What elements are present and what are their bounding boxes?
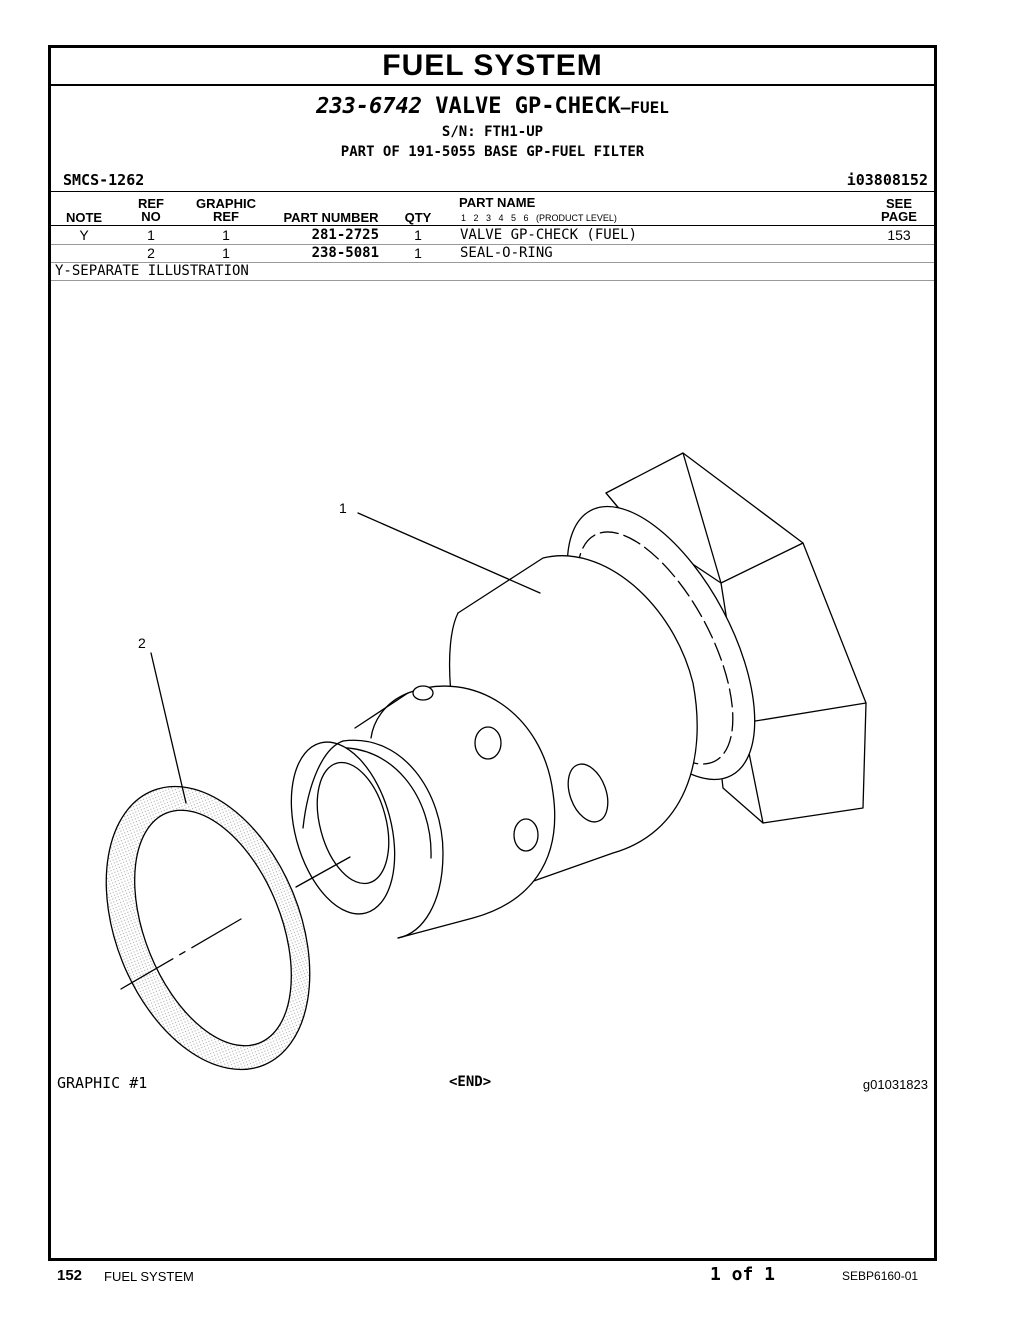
product-level-legend: 1 2 3 4 5 6 (PRODUCT LEVEL) <box>461 213 617 223</box>
serial-number: S/N: FTH1-UP <box>441 124 544 140</box>
row-divider <box>51 262 934 263</box>
row-see-page[interactable]: 153 <box>887 227 911 243</box>
col-note: NOTE <box>65 210 103 225</box>
row-divider <box>51 244 934 245</box>
row-note: Y <box>79 227 89 243</box>
row-ref-no: 1 <box>147 227 155 243</box>
footer-page-number: 152 <box>57 1267 83 1284</box>
footnote: Y-SEPARATE ILLUSTRATION <box>55 263 249 279</box>
col-part-number: PART NUMBER <box>283 210 379 225</box>
col-part-name: PART NAME <box>459 195 536 210</box>
col-qty: QTY <box>404 210 432 225</box>
section-title: FUEL SYSTEM <box>51 48 934 86</box>
o-ring-seal-drawing <box>105 785 311 1071</box>
row-graphic-ref: 1 <box>222 227 230 243</box>
row-part-number[interactable]: 238-5081 <box>311 245 379 261</box>
graphic-label: GRAPHIC #1 <box>57 1074 148 1092</box>
footnote-divider <box>51 280 934 281</box>
row-qty: 1 <box>414 227 422 243</box>
group-heading: 233-6742 VALVE GP-CHECK—FUEL <box>51 94 934 121</box>
smcs-code: SMCS-1262 <box>63 171 145 189</box>
row-graphic-ref: 1 <box>222 245 230 261</box>
row-part-name: SEAL-O-RING <box>460 245 553 261</box>
group-number: 233-6742 <box>316 94 423 119</box>
row-part-number[interactable]: 281-2725 <box>311 227 379 243</box>
footer-doc-id: SEBP6160-01 <box>842 1269 919 1283</box>
graphic-id: g01031823 <box>862 1077 928 1092</box>
exploded-view-illustration <box>105 452 867 1071</box>
group-name: VALVE GP-CHECK <box>435 94 621 119</box>
part-of-line: PART OF 191-5055 BASE GP-FUEL FILTER <box>340 144 645 160</box>
callout-2: 2 <box>138 635 146 651</box>
callout-1: 1 <box>339 500 347 516</box>
header-rule-bottom <box>51 225 934 226</box>
page-frame: FUEL SYSTEM 233-6742 VALVE GP-CHECK—FUEL… <box>48 45 937 1261</box>
illustration-id: i03808152 <box>846 171 928 189</box>
row-ref-no: 2 <box>147 245 155 261</box>
row-part-name: VALVE GP-CHECK (FUEL) <box>460 227 638 243</box>
end-marker: <END> <box>449 1074 492 1090</box>
group-suffix: —FUEL <box>620 98 669 117</box>
row-qty: 1 <box>414 245 422 261</box>
header-rule-top <box>51 191 934 192</box>
footer-page-of: 1 of 1 <box>710 1264 776 1285</box>
footer-section: FUEL SYSTEM <box>104 1269 194 1284</box>
valve-body-drawing <box>290 555 698 939</box>
